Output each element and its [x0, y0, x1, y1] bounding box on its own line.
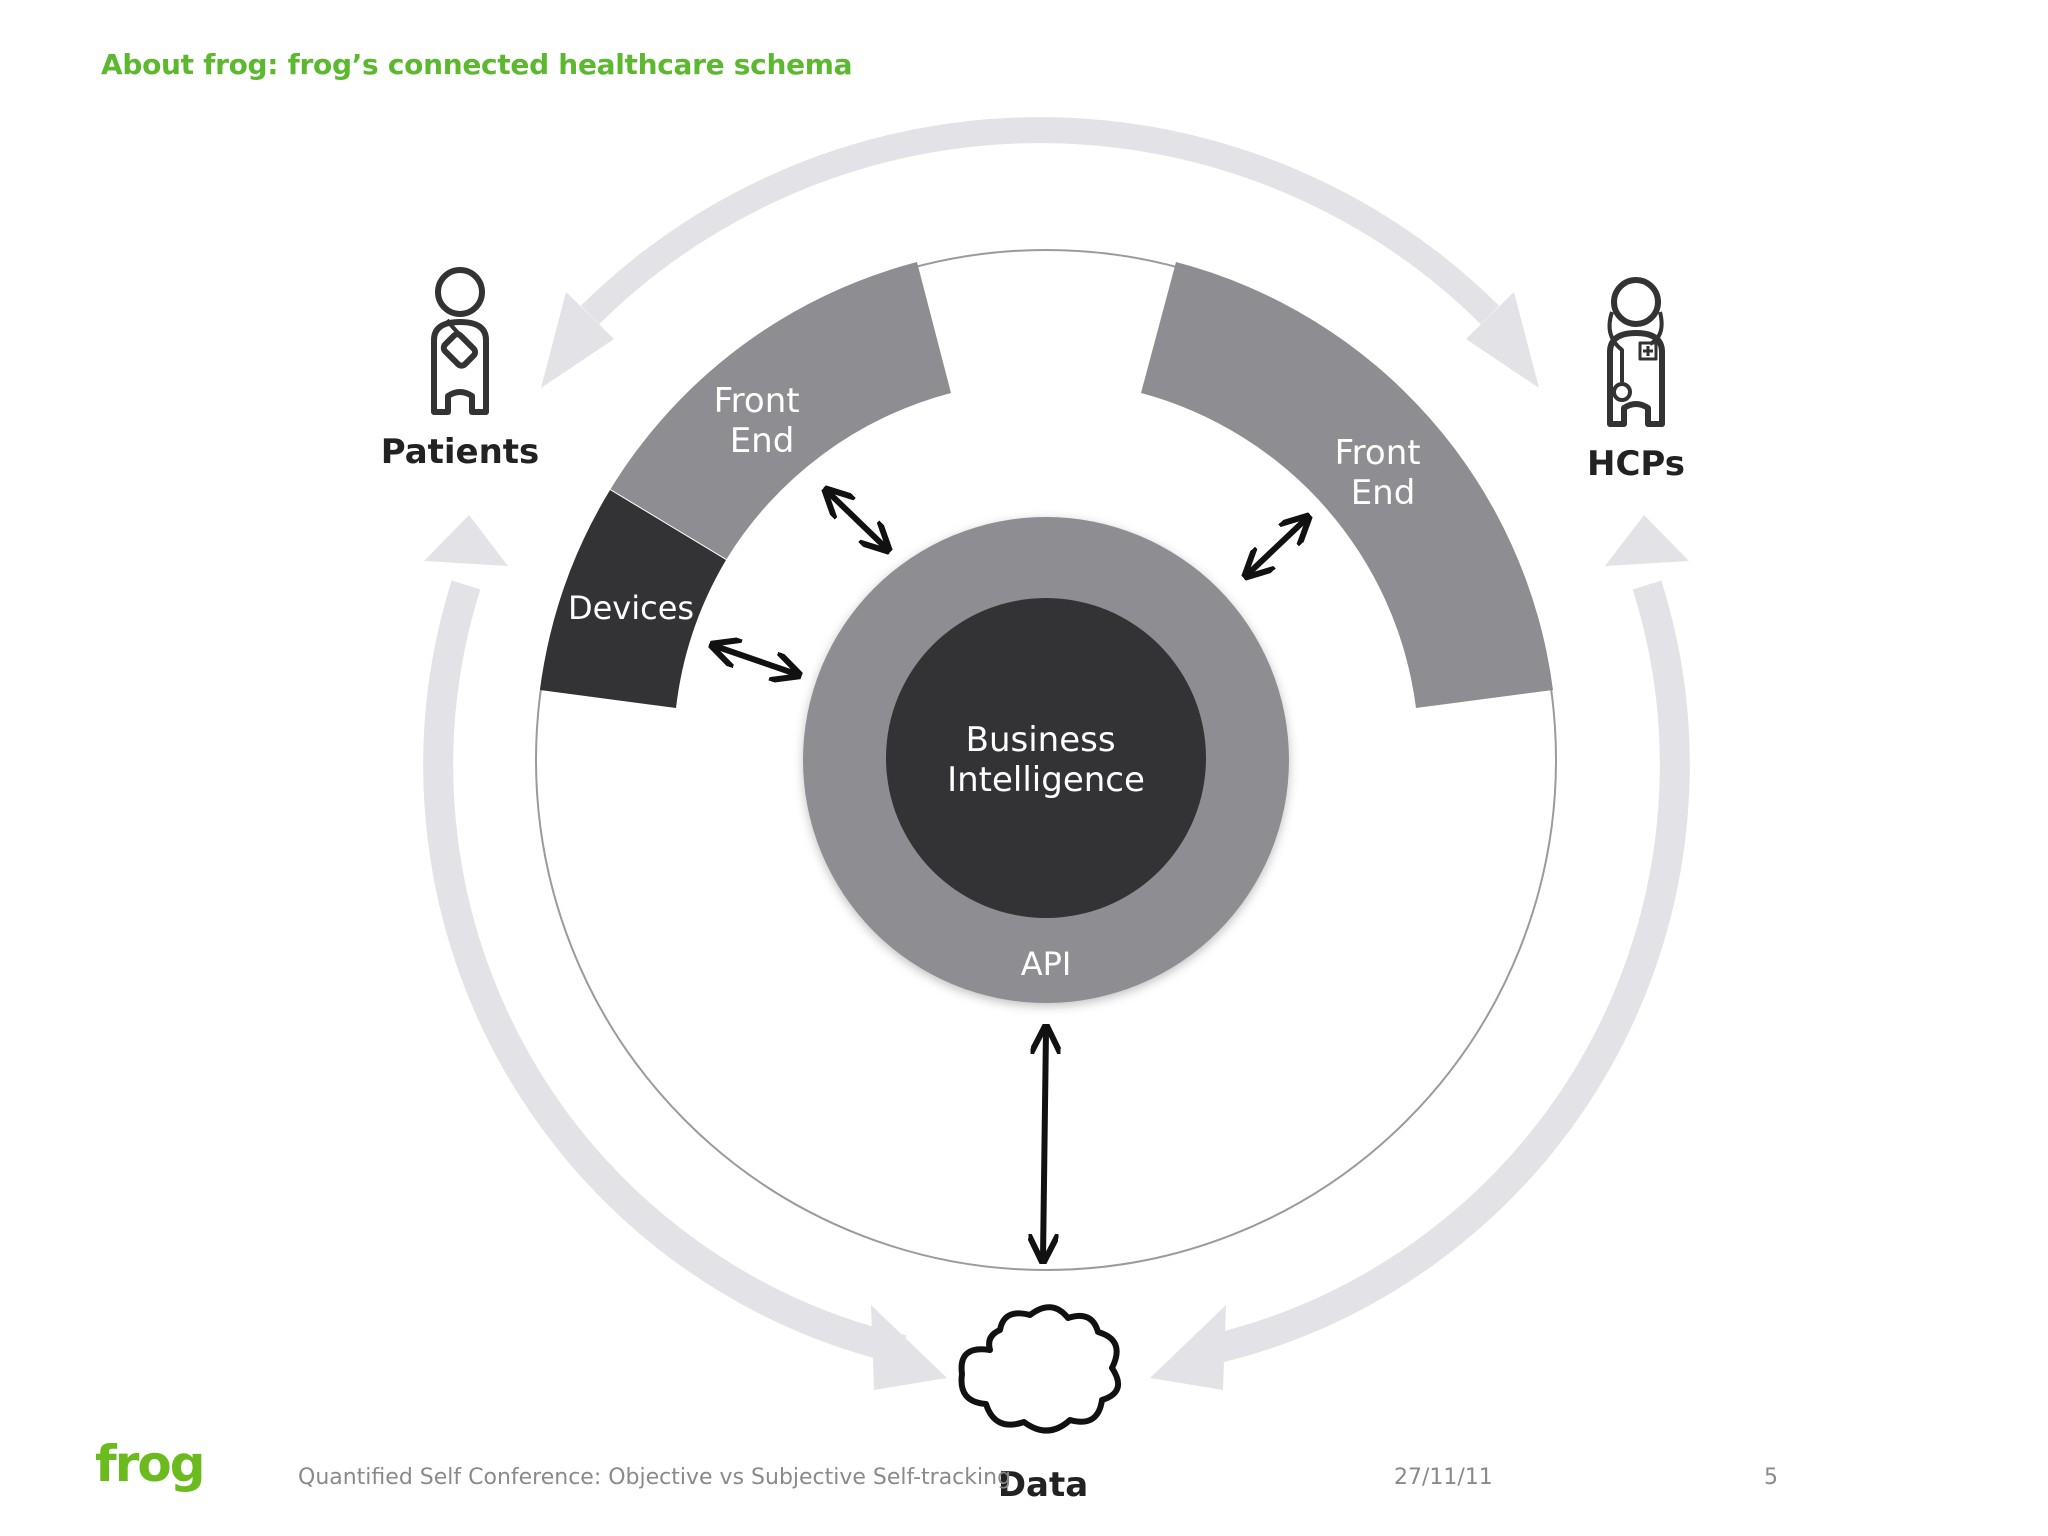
devices-label: Devices: [568, 589, 694, 627]
data-label: Data: [998, 1465, 1088, 1505]
cycle-arrows: [423, 117, 1690, 1390]
arrowhead-to-patients-lower: [424, 515, 508, 566]
arrow-front-end-right-to-core: [1248, 519, 1306, 574]
cycle-arrow-patients-data: [423, 515, 947, 1390]
arrowhead-to-hcps-lower: [1605, 515, 1689, 566]
hcp-doctor-icon: [1607, 277, 1665, 427]
arrowhead-to-patients: [541, 292, 614, 388]
arrow-front-end-left-to-core: [828, 492, 886, 548]
slide-title: About frog: frog’s connected healthcare …: [101, 48, 853, 81]
arrowhead-to-data-left: [871, 1305, 947, 1390]
footer-page-number: 5: [1764, 1465, 1778, 1490]
arrowhead-to-data-right: [1150, 1305, 1226, 1390]
devices-segment: [540, 490, 726, 708]
front-end-left-label: Front End: [714, 381, 811, 461]
front-end-right-label: Front End: [1335, 433, 1432, 513]
arrow-api-to-data: [1043, 1030, 1046, 1258]
platform-circle: [535, 249, 1557, 1271]
cycle-arrow-patients-hcps: [541, 117, 1539, 388]
footer-date: 27/11/11: [1394, 1465, 1493, 1490]
frog-logo: frog: [95, 1435, 206, 1493]
business-intelligence-core: [886, 598, 1206, 918]
arrowhead-to-hcps: [1466, 292, 1539, 388]
data-cloud-icon: [958, 1304, 1122, 1434]
patients-label: Patients: [381, 432, 540, 472]
front-end-right-segment: [1141, 262, 1553, 708]
business-intelligence-label: Business Intelligence: [947, 720, 1145, 800]
cycle-arrow-hcps-data: [1150, 515, 1690, 1390]
arrow-devices-to-core: [715, 646, 796, 674]
footer-conference: Quantified Self Conference: Objective vs…: [298, 1465, 1012, 1490]
front-end-left-segment: [610, 262, 951, 560]
api-label: API: [1021, 945, 1072, 983]
hcps-label: HCPs: [1587, 444, 1685, 484]
patient-icon: [431, 267, 489, 415]
